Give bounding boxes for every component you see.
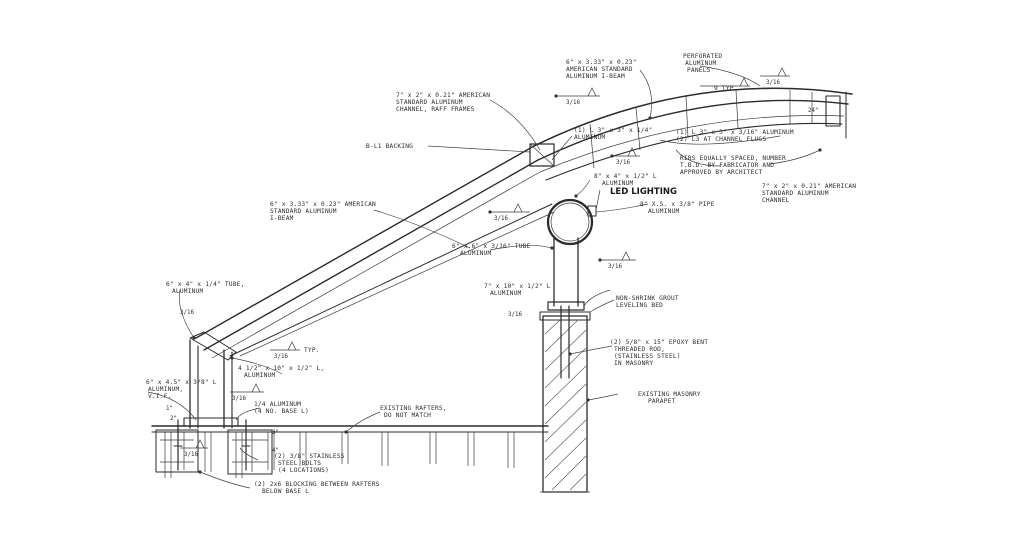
existing-roof-deck [151,419,549,478]
note-ibeam-top-3: ALUMINUM I-BEAM [566,73,625,80]
weld-label-5: 3/16 [274,354,288,360]
note-ibeam-diag-3: I-BEAM [270,215,294,222]
leader-lines [147,65,821,489]
note-tube-mid-2: ALUMINUM [460,250,491,257]
note-pipe-1: 8" X.S. x 3/8" PIPE [640,201,715,208]
note-ribs-2: T.B.D. BY FABRICATOR AND [680,162,774,169]
weld-label-8: 3/16 [766,80,780,86]
note-perforated-2: ALUMINUM [685,60,716,67]
note-ibeam-top-2: AMERICAN STANDARD [566,66,633,73]
diagonal-i-beam [195,145,555,359]
led-fixture [587,205,597,217]
weld-label-9: 3/16 [180,310,194,316]
note-tube-left-1: 6" x 4" x 1/4" TUBE, [166,281,245,288]
note-angle-upper-1: (1) L 3" x 3" x 1/4" [574,127,653,134]
note-led-lighting: LED LIGHTING [610,187,677,197]
note-epoxy-4: IN MASONRY [614,360,653,367]
note-perforated-1: PERFORATED [683,53,722,60]
weld-symbols [180,67,790,449]
note-plate-left-2: ALUMINUM [244,372,275,379]
note-blocking-2: BELOW BASE L [262,488,309,495]
aluminum-pipe [546,198,597,246]
weld-label-6: 3/16 [232,396,246,402]
note-angle-mid-2: ALUMINUM [602,180,633,187]
weld-label-3: 3/16 [608,264,622,270]
weld-label-2: 3/16 [616,160,630,166]
note-plate-mid-1: 7" x 10" x 1/2" L [484,283,551,290]
note-backing: B-L1 BACKING [366,143,413,150]
note-ribs-3: APPROVED BY ARCHITECT [680,169,763,176]
weld-label-1: 3/16 [566,100,580,106]
note-channel-lower-3: CHANNEL [762,197,790,204]
note-bolts-2: STEEL BOLTS [278,460,321,467]
note-epoxy-2: THREADED ROD, [614,346,665,353]
note-angle-left-2: ALUMINUM, [148,386,183,393]
note-tip: 9 TYP. [714,85,738,92]
note-bolts-1: (2) 3/8" STAINLESS [274,453,345,460]
note-ibeam-diag-2: STANDARD ALUMINUM [270,208,337,215]
note-pipe-2: ALUMINUM [648,208,679,215]
curved-canopy [529,87,853,181]
note-plate-left-1: 4 1/2" x 10" x 1/2" L, [238,365,324,372]
left-tube-post [183,331,239,429]
note-angle-left-3: V.I.F. [148,393,172,400]
note-small-2: (4 NO. BASE L) [254,408,309,415]
note-blocking-1: (2) 2x6 BLOCKING BETWEEN RAFTERS [254,481,380,488]
note-ibeam-top-1: 6" x 3.33" x 0.23" [566,59,637,66]
dim-label-2: 2" [170,416,177,422]
masonry-parapet [539,305,591,493]
note-ibeam-diag-1: 6" x 3.33" x 0.23" AMERICAN [270,201,376,208]
note-channel-lower-2: STANDARD ALUMINUM [762,190,829,197]
dim-label-4: 4" [272,448,279,454]
weld-label-4: 3/16 [494,216,508,222]
note-epoxy-3: (STAINLESS STEEL) [614,353,681,360]
note-plate-mid-2: ALUMINUM [490,290,521,297]
note-angle-channel-1: (1) L 3" x 3" x 3/16" ALUMINUM [676,129,794,136]
note-angle-channel-2: (2) L3 AT CHANNEL FLUGS [676,136,766,143]
note-channel-rafter-3: CHANNEL, RAFF FRAMES [396,106,475,113]
note-grout-2: LEVELING BED [616,302,663,309]
note-bolts-3: (4 LOCATIONS) [278,467,329,474]
vertical-tube-support [547,237,585,311]
note-rafters-1: EXISTING RAFTERS, [380,405,447,412]
note-perforated-3: PANELS [687,67,711,74]
note-tube-left-2: ALUMINUM [172,288,203,295]
note-channel-rafter-1: 7" x 2" x 0.21" AMERICAN [396,92,490,99]
note-channel-rafter-2: STANDARD ALUMINUM [396,99,463,106]
note-typ: TYP. [304,347,320,354]
leader-dots [192,94,822,474]
note-small-1: 1/4 ALUMINUM [254,401,301,408]
dimension-labels: 3" 4" 2" 1" 24" [166,108,818,454]
note-angle-upper-2: ALUMINUM [574,134,605,141]
note-ribs-1: RIBS EQUALLY SPACED, NUMBER [680,155,786,162]
note-tube-mid-1: 6" x 6" x 3/16" TUBE [452,243,531,250]
dim-label-3: 3" [272,430,279,436]
note-channel-lower-1: 7" x 2" x 0.21" AMERICAN [762,183,856,190]
weld-labels: 3/16 3/16 3/16 3/16 3/16 3/16 3/16 3/16 … [180,80,780,458]
note-epoxy-1: (2) 5/8" x 15" EPOXY BENT [610,339,708,346]
note-masonry-2: PARAPET [648,398,676,405]
dim-label-24: 24" [808,108,818,114]
dim-label-1: 1" [166,406,173,412]
weld-label-7: 3/16 [184,452,198,458]
note-rafters-2: DO NOT MATCH [384,412,431,419]
weld-label-10: 3/16 [508,312,522,318]
note-grout-1: NON-SHRINK GROUT [616,295,679,302]
annotation-notes: PERFORATED ALUMINUM PANELS 6" x 3.33" x … [146,53,856,495]
note-angle-mid-1: 8" x 4" x 1/2" L [594,173,657,180]
note-masonry-1: EXISTING MASONRY [638,391,701,398]
note-angle-left-1: 6" x 4.5" x 3/8" L [146,379,217,386]
